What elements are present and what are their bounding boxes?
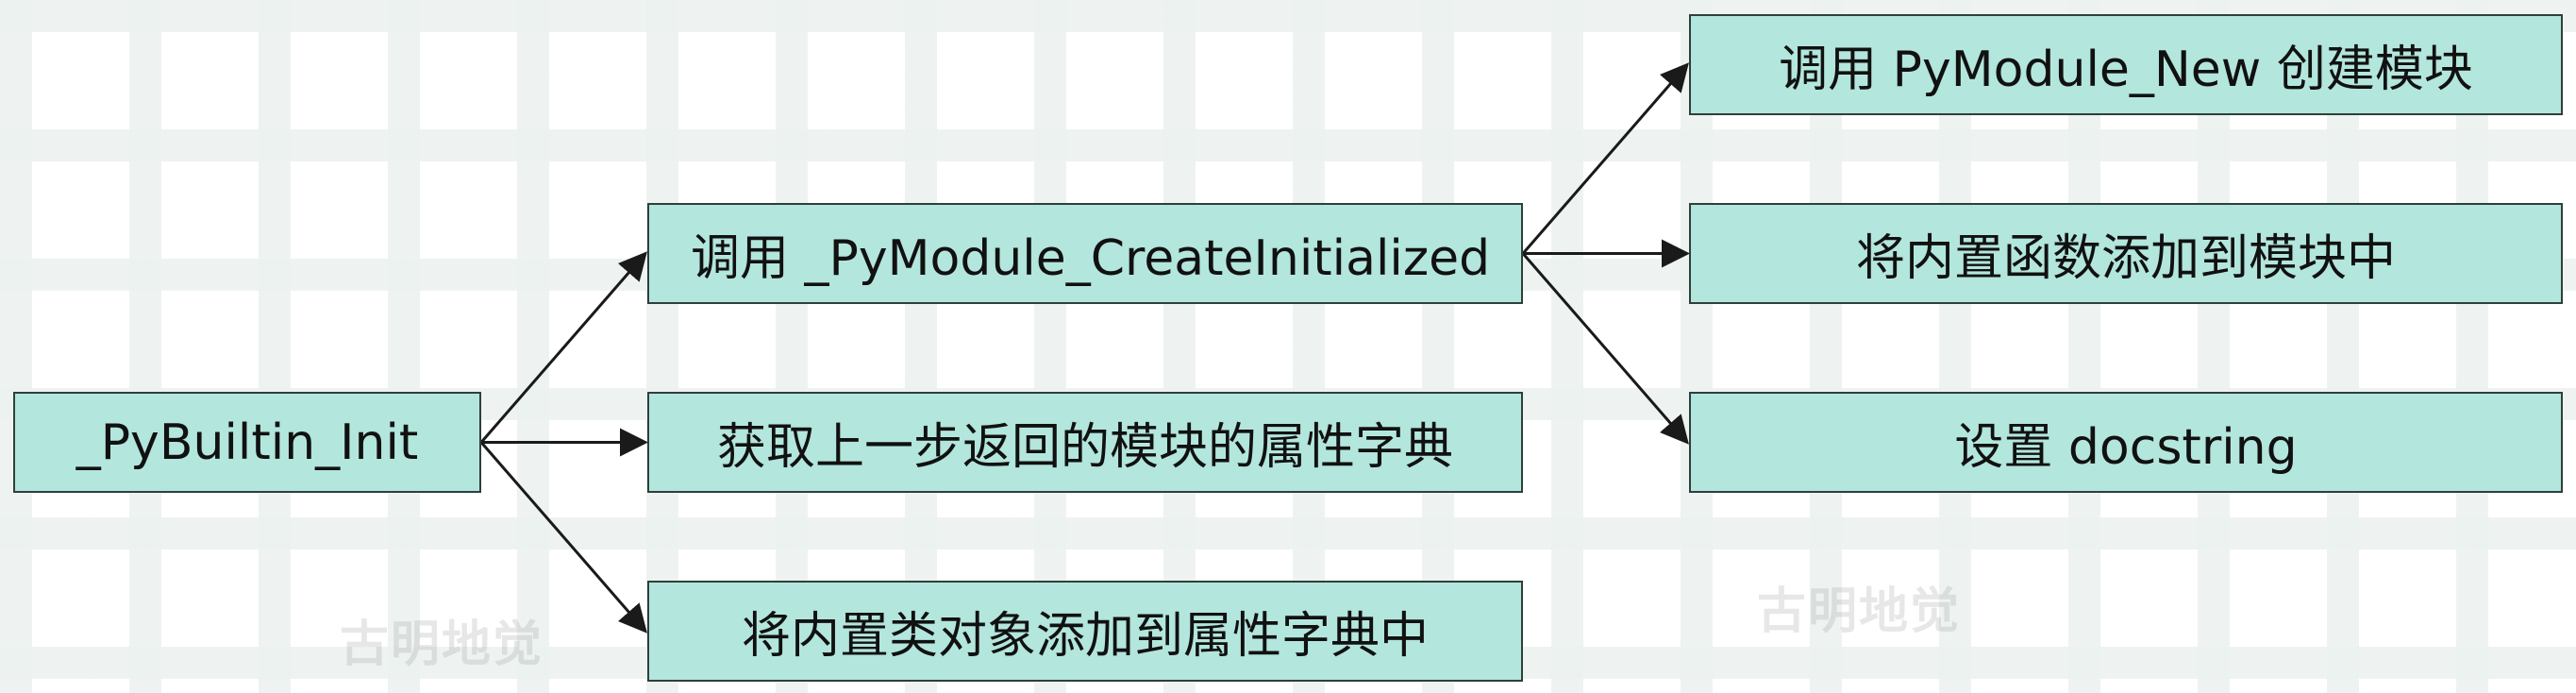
node-label: _PyBuiltin_Init (75, 414, 419, 471)
node-pymodule-new: 调用 PyModule_New 创建模块 (1689, 14, 2563, 115)
node-label: 设置 docstring (1954, 419, 2298, 476)
node-label: 调用 PyModule_New 创建模块 (1779, 42, 2473, 98)
node-label: 调用 _PyModule_CreateInitialized (691, 230, 1491, 287)
watermark: 古明地觉 (1757, 583, 1962, 640)
node-label: 将内置函数添加到模块中 (1855, 230, 2396, 287)
node-label: 获取上一步返回的模块的属性字典 (716, 419, 1453, 476)
node-add-builtin-classes: 将内置类对象添加到属性字典中 (647, 581, 1523, 682)
node-set-docstring: 设置 docstring (1689, 392, 2563, 493)
edge-root-to-create (479, 251, 647, 444)
edge-create-to-new (1521, 62, 1689, 255)
node-label: 将内置类对象添加到属性字典中 (741, 608, 1429, 665)
edge-root-to-classes (479, 441, 647, 634)
node-add-builtin-functions: 将内置函数添加到模块中 (1689, 203, 2563, 304)
node-get-attr-dict: 获取上一步返回的模块的属性字典 (647, 392, 1523, 493)
node-pybuiltin-init: _PyBuiltin_Init (13, 392, 481, 493)
watermark: 古明地觉 (340, 617, 544, 673)
edge-create-to-doc (1521, 252, 1689, 445)
node-create-initialized: 调用 _PyModule_CreateInitialized (647, 203, 1523, 304)
